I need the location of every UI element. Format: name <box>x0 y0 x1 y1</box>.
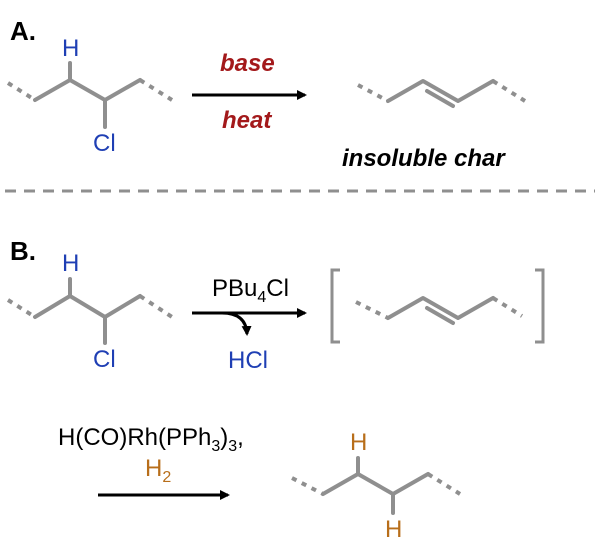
byproduct-curved-arrow <box>221 311 252 336</box>
chlorinated-chain-bonds <box>33 294 142 319</box>
catalyst-wilkinson-type: H(CO)Rh(PPh3)3, <box>58 424 244 455</box>
chain-end-left-dash <box>6 298 37 319</box>
chain-end-right-dash <box>138 78 174 102</box>
alkene-chain-bonds <box>386 79 495 103</box>
byproduct-hcl: HCl <box>228 347 268 374</box>
chain-end-right-dash <box>491 296 524 318</box>
bracket-right <box>535 268 545 344</box>
reagent-pbu4cl: PBu4Cl <box>212 275 289 306</box>
chain-end-right-dash <box>426 472 462 496</box>
chain-end-left-dash <box>291 476 324 496</box>
chain-end-left-dash <box>6 81 37 102</box>
panel-b-product: H H <box>291 429 462 543</box>
alkene-chain-bonds <box>386 296 495 320</box>
panel-b-intermediate <box>330 268 545 344</box>
double-bond-line <box>425 306 455 325</box>
double-bond-line <box>425 89 455 108</box>
panel-a-label: A. <box>10 16 36 46</box>
bracket-left <box>330 268 340 344</box>
panel-b-reactant: H Cl <box>6 250 174 373</box>
added-hydrogen-bottom: H <box>385 516 402 543</box>
panel-a-reactant: H Cl <box>6 35 174 157</box>
panel-a-product <box>357 79 527 108</box>
chain-end-right-dash <box>138 294 174 319</box>
added-hydrogen-top: H <box>350 429 367 456</box>
hydrogen-atom: H <box>62 35 79 62</box>
condition-base: base <box>220 50 275 77</box>
product-label-insoluble-char: insoluble char <box>342 145 506 172</box>
saturated-chain-bonds <box>321 472 430 496</box>
condition-heat: heat <box>222 107 272 134</box>
hydrogen-atom: H <box>62 250 79 277</box>
panel-b-label: B. <box>10 236 36 266</box>
chlorinated-chain-bonds <box>33 78 142 102</box>
chain-end-right-dash <box>491 79 527 103</box>
chain-end-left-dash <box>357 83 389 103</box>
chain-end-left-dash <box>355 300 389 320</box>
hydrogen-gas: H2 <box>145 455 171 486</box>
chlorine-atom: Cl <box>93 346 116 373</box>
chlorine-atom: Cl <box>93 130 116 157</box>
